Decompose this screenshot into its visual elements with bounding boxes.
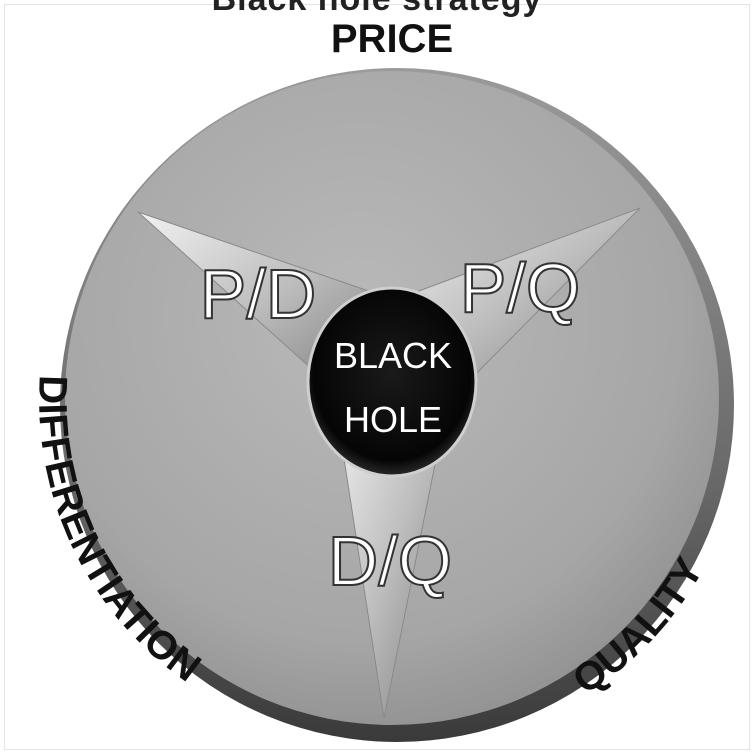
- label-price: PRICE: [331, 17, 453, 61]
- black-hole-circle: [308, 288, 476, 476]
- label-pq: P/Q: [460, 249, 581, 327]
- label-dq: D/Q: [328, 522, 452, 600]
- label-pd: P/D: [200, 255, 317, 333]
- center-label-line2: HOLE: [344, 399, 442, 440]
- center-label-line1: BLACK: [334, 335, 452, 376]
